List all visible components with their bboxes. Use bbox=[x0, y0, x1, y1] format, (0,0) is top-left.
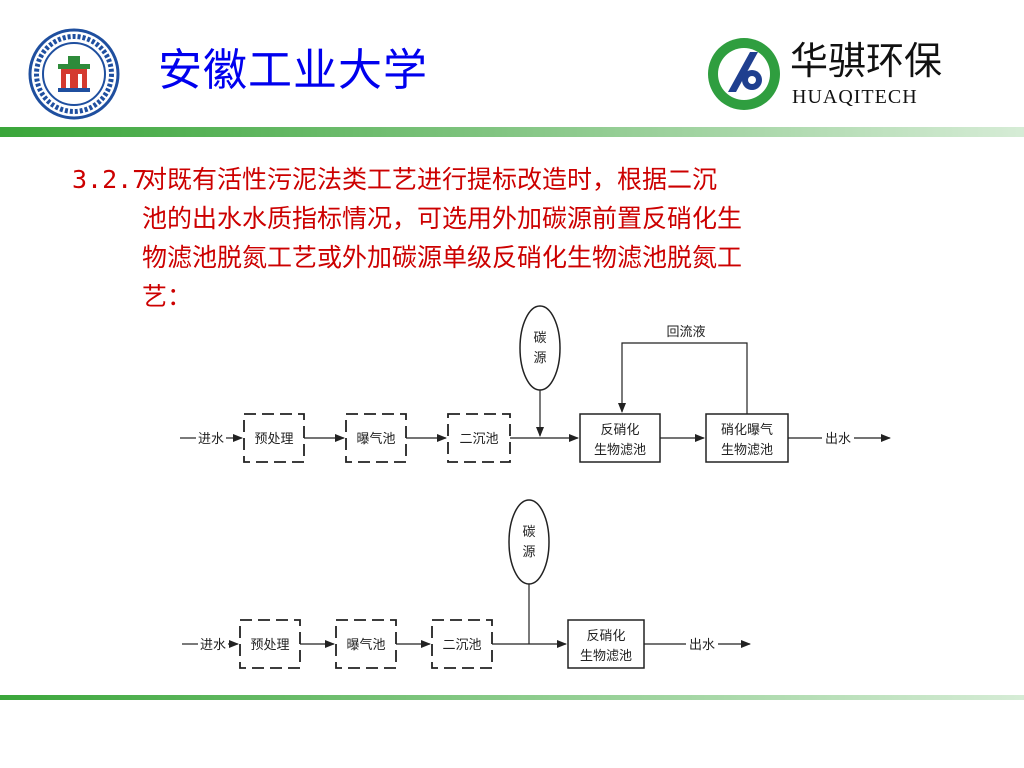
inflow-label-2: 进水 bbox=[200, 638, 226, 653]
inflow-label: 进水 bbox=[198, 432, 224, 447]
pretreatment-label-2: 预处理 bbox=[250, 638, 289, 653]
paragraph-line-3: 物滤池脱氮工艺或外加碳源单级反硝化生物滤池脱氮工 bbox=[142, 243, 743, 272]
secondary-clarifier-box bbox=[447, 413, 511, 463]
carbon-source-2-label-1: 碳 bbox=[522, 525, 535, 540]
footer-divider bbox=[0, 695, 1024, 700]
denitrification-filter-box bbox=[579, 413, 661, 463]
carbon-source-label-2: 源 bbox=[533, 351, 546, 366]
carbon-source-node bbox=[519, 305, 561, 391]
denitrification-label-1: 反硝化 bbox=[600, 423, 639, 438]
slide-header: 安徽工业大学 华骐环保 HUAQITECH bbox=[0, 0, 1024, 130]
university-seal-icon bbox=[28, 28, 120, 120]
aeration-tank-box bbox=[345, 413, 407, 463]
company-name-en: HUAQITECH bbox=[792, 86, 918, 108]
company-name: 华骐环保 bbox=[790, 39, 943, 83]
paragraph-line-1: 对既有活性污泥法类工艺进行提标改造时，根据二沉 bbox=[142, 165, 718, 194]
diagram-2: 碳 源 进水 预处理 曝气池 二沉池 反硝化 生物滤池 出水 bbox=[182, 499, 751, 669]
nitrification-label-1: 硝化曝气 bbox=[721, 422, 773, 438]
aeration-tank-box-2 bbox=[335, 619, 397, 669]
paragraph-line-4: 艺： bbox=[142, 282, 193, 311]
carbon-source-node-2 bbox=[508, 499, 550, 585]
denitrification-2-label-2: 生物滤池 bbox=[580, 649, 632, 664]
outflow-label-2: 出水 bbox=[689, 638, 715, 653]
denitrification-label-2: 生物滤池 bbox=[594, 443, 646, 458]
denitrification-filter-box-2 bbox=[567, 619, 645, 669]
secondary-clarifier-label: 二沉池 bbox=[459, 432, 498, 447]
item-paragraph: 3.2.7 对既有活性污泥法类工艺进行提标改造时，根据二沉 池的出水水质指标情况… bbox=[72, 160, 972, 316]
denitrification-2-label-1: 反硝化 bbox=[586, 629, 625, 644]
outflow-label: 出水 bbox=[825, 432, 851, 447]
nitrification-filter-box bbox=[705, 413, 789, 463]
pretreatment-label: 预处理 bbox=[254, 432, 293, 447]
carbon-source-2-label-2: 源 bbox=[522, 545, 535, 560]
aeration-tank-label-2: 曝气池 bbox=[346, 637, 385, 653]
header-divider bbox=[0, 127, 1024, 137]
aeration-tank-label: 曝气池 bbox=[356, 431, 395, 447]
item-number: 3.2.7 bbox=[72, 165, 148, 194]
diagram-1: 碳 源 进水 预处理 曝气池 二沉池 反硝化 生物滤池 硝化曝气 生物滤池 回流… bbox=[180, 305, 891, 463]
secondary-clarifier-label-2: 二沉池 bbox=[442, 638, 481, 653]
nitrification-label-2: 生物滤池 bbox=[721, 443, 773, 458]
carbon-source-label-1: 碳 bbox=[533, 331, 546, 346]
reflux-label: 回流液 bbox=[666, 325, 705, 340]
paragraph-line-2: 池的出水水质指标情况，可选用外加碳源前置反硝化生 bbox=[142, 204, 743, 233]
university-name: 安徽工业大学 bbox=[158, 45, 428, 96]
reflux-loop-arrow bbox=[618, 342, 748, 414]
huaqi-logo-icon bbox=[708, 38, 780, 110]
